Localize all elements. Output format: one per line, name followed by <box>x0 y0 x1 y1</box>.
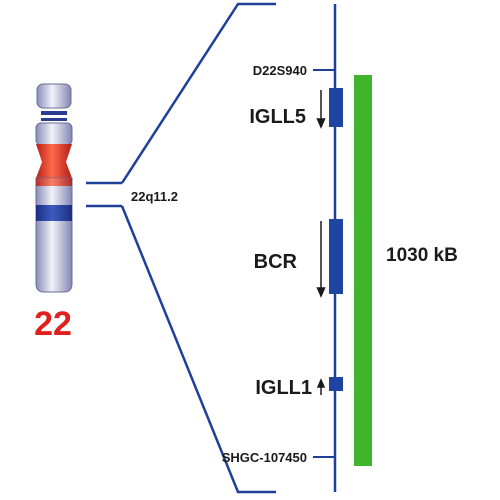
arrowhead-down-icon <box>316 118 326 129</box>
gene-block-bcr <box>329 219 343 294</box>
chromosome-p-arm <box>36 83 72 109</box>
arrowhead-up-icon <box>316 378 326 388</box>
arrowhead-down-icon <box>316 287 326 298</box>
chromosome-q-arm <box>35 177 73 293</box>
region-size-bar <box>354 75 372 466</box>
gene-block-igll5 <box>329 88 343 127</box>
region-size-label: 1030 kB <box>386 245 458 266</box>
zoom-line-bottom <box>120 205 276 494</box>
gene-label-igll5: IGLL5 <box>249 106 306 128</box>
chromosome-band-red <box>36 178 72 186</box>
zoom-line-top <box>120 2 276 184</box>
marker-top-label: D22S940 <box>253 63 307 78</box>
chromosome-stalk-band <box>41 118 67 121</box>
chromosome-upper-segment <box>35 122 73 146</box>
gene-label-igll1: IGLL1 <box>255 377 312 399</box>
gene-label-bcr: BCR <box>254 251 298 273</box>
chromosome-band-22q11-2 <box>36 205 72 221</box>
band-label: 22q11.2 <box>131 189 178 204</box>
chromosome-number: 22 <box>34 305 72 343</box>
chromosome-stalk-band <box>41 111 67 115</box>
gene-block-igll1 <box>329 377 343 391</box>
centromere <box>36 144 72 178</box>
marker-bottom-label: SHGC-107450 <box>222 450 307 465</box>
chromosome-ideogram <box>35 83 73 293</box>
